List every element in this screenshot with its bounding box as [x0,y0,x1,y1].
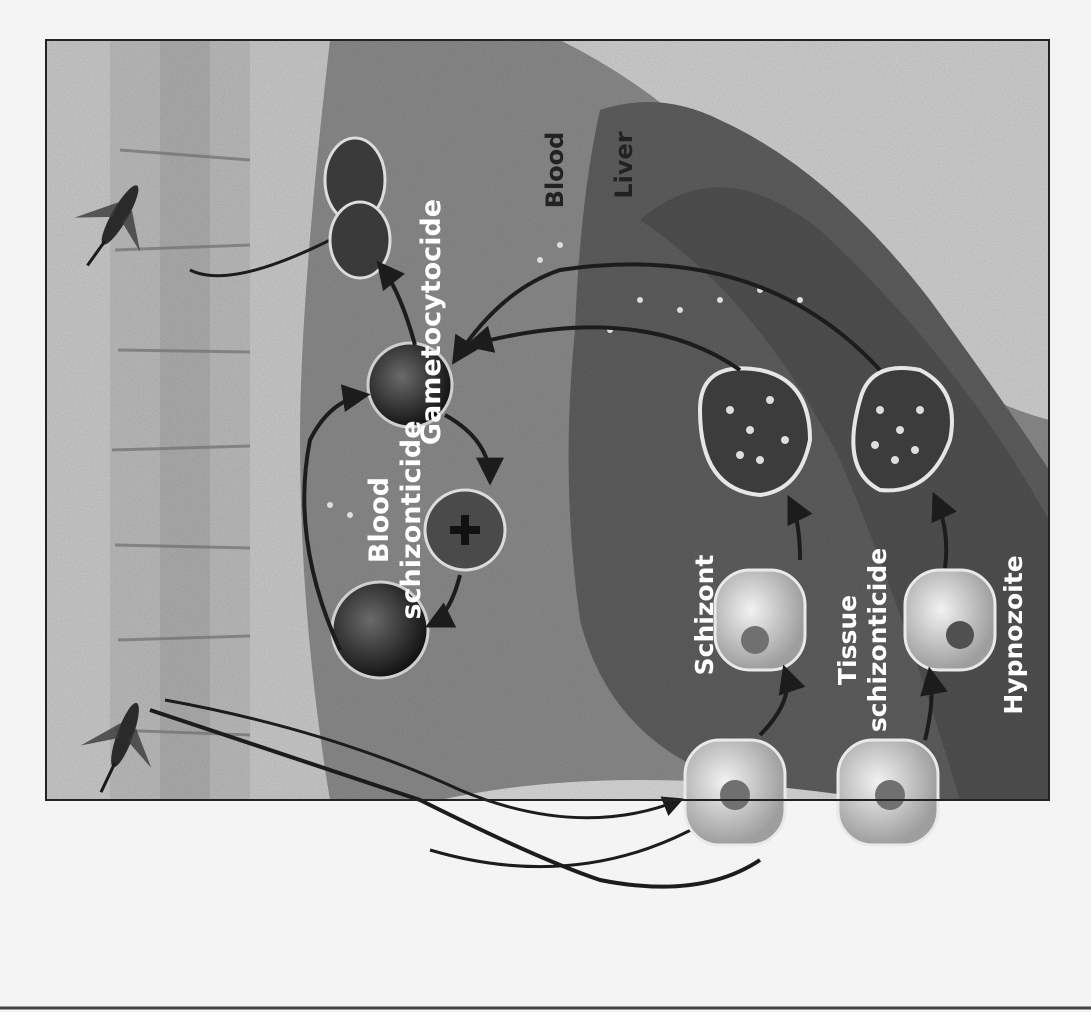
label-gametocytocide: Gametocytocide [416,199,447,445]
label-tissue-schizonticide-line1: Tissue [833,595,862,685]
label-liver: Liver [610,131,638,198]
label-blood-schizonticide-line1: Blood [364,477,395,563]
label-blood-schizonticide-line2: schizonticide [396,420,427,619]
label-hypnozoite: Hypnozoite [999,555,1028,714]
label-tissue-schizonticide-line2: schizonticide [863,548,892,732]
label-blood: Blood [541,132,569,209]
label-schizont: Schizont [690,555,719,676]
